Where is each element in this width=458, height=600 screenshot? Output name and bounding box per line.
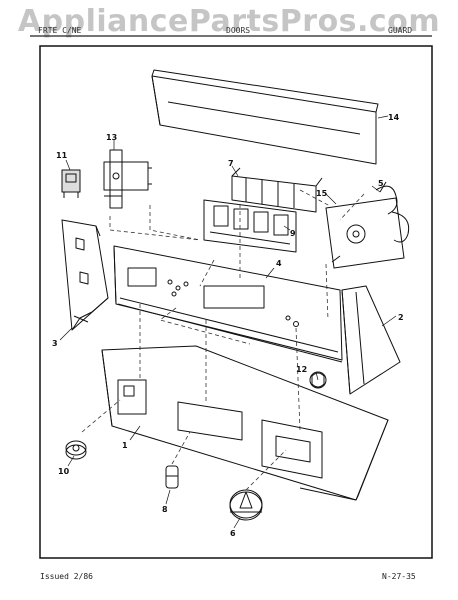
left-end-cap-part xyxy=(61,219,109,331)
header-right: GUARD xyxy=(388,26,413,35)
part-label-5: 5 xyxy=(378,179,384,188)
part-label-6: 6 xyxy=(230,529,236,538)
part-label-15: 15 xyxy=(316,189,328,198)
part-label-4: 4 xyxy=(276,259,282,268)
timer-knob-part xyxy=(229,489,263,521)
part-label-9: 9 xyxy=(290,229,296,238)
control-panel-board-part xyxy=(113,245,343,363)
switch-bracket-part xyxy=(103,149,152,209)
part-label-14: 14 xyxy=(388,113,400,122)
header-center: DOORS xyxy=(226,26,251,35)
part-label-2: 2 xyxy=(398,313,404,322)
page-code: N-27-35 xyxy=(382,572,416,581)
part-label-1: 1 xyxy=(122,441,128,450)
part-label-10: 10 xyxy=(58,467,70,476)
part-label-13: 13 xyxy=(106,133,117,142)
timer-motor-part xyxy=(325,181,410,269)
part-label-7: 7 xyxy=(228,159,234,168)
part-label-12: 12 xyxy=(296,365,307,374)
trim-strip-part xyxy=(151,69,379,165)
push-button-assembly-part xyxy=(203,199,297,253)
part-label-3: 3 xyxy=(52,339,58,348)
front-console-panel-part xyxy=(101,345,389,501)
right-end-cap-part xyxy=(341,285,401,395)
header-left: FRTE C/NE xyxy=(38,26,82,35)
part-label-8: 8 xyxy=(162,505,168,514)
site-watermark: AppliancePartsPros.com xyxy=(17,4,441,39)
diagram-frame xyxy=(39,45,433,559)
selector-knob-part xyxy=(65,440,87,460)
part-label-11: 11 xyxy=(56,151,68,160)
relay-part xyxy=(61,169,81,198)
issued-date: Issued 2/86 xyxy=(40,572,93,581)
rocker-knob-part xyxy=(165,465,179,489)
